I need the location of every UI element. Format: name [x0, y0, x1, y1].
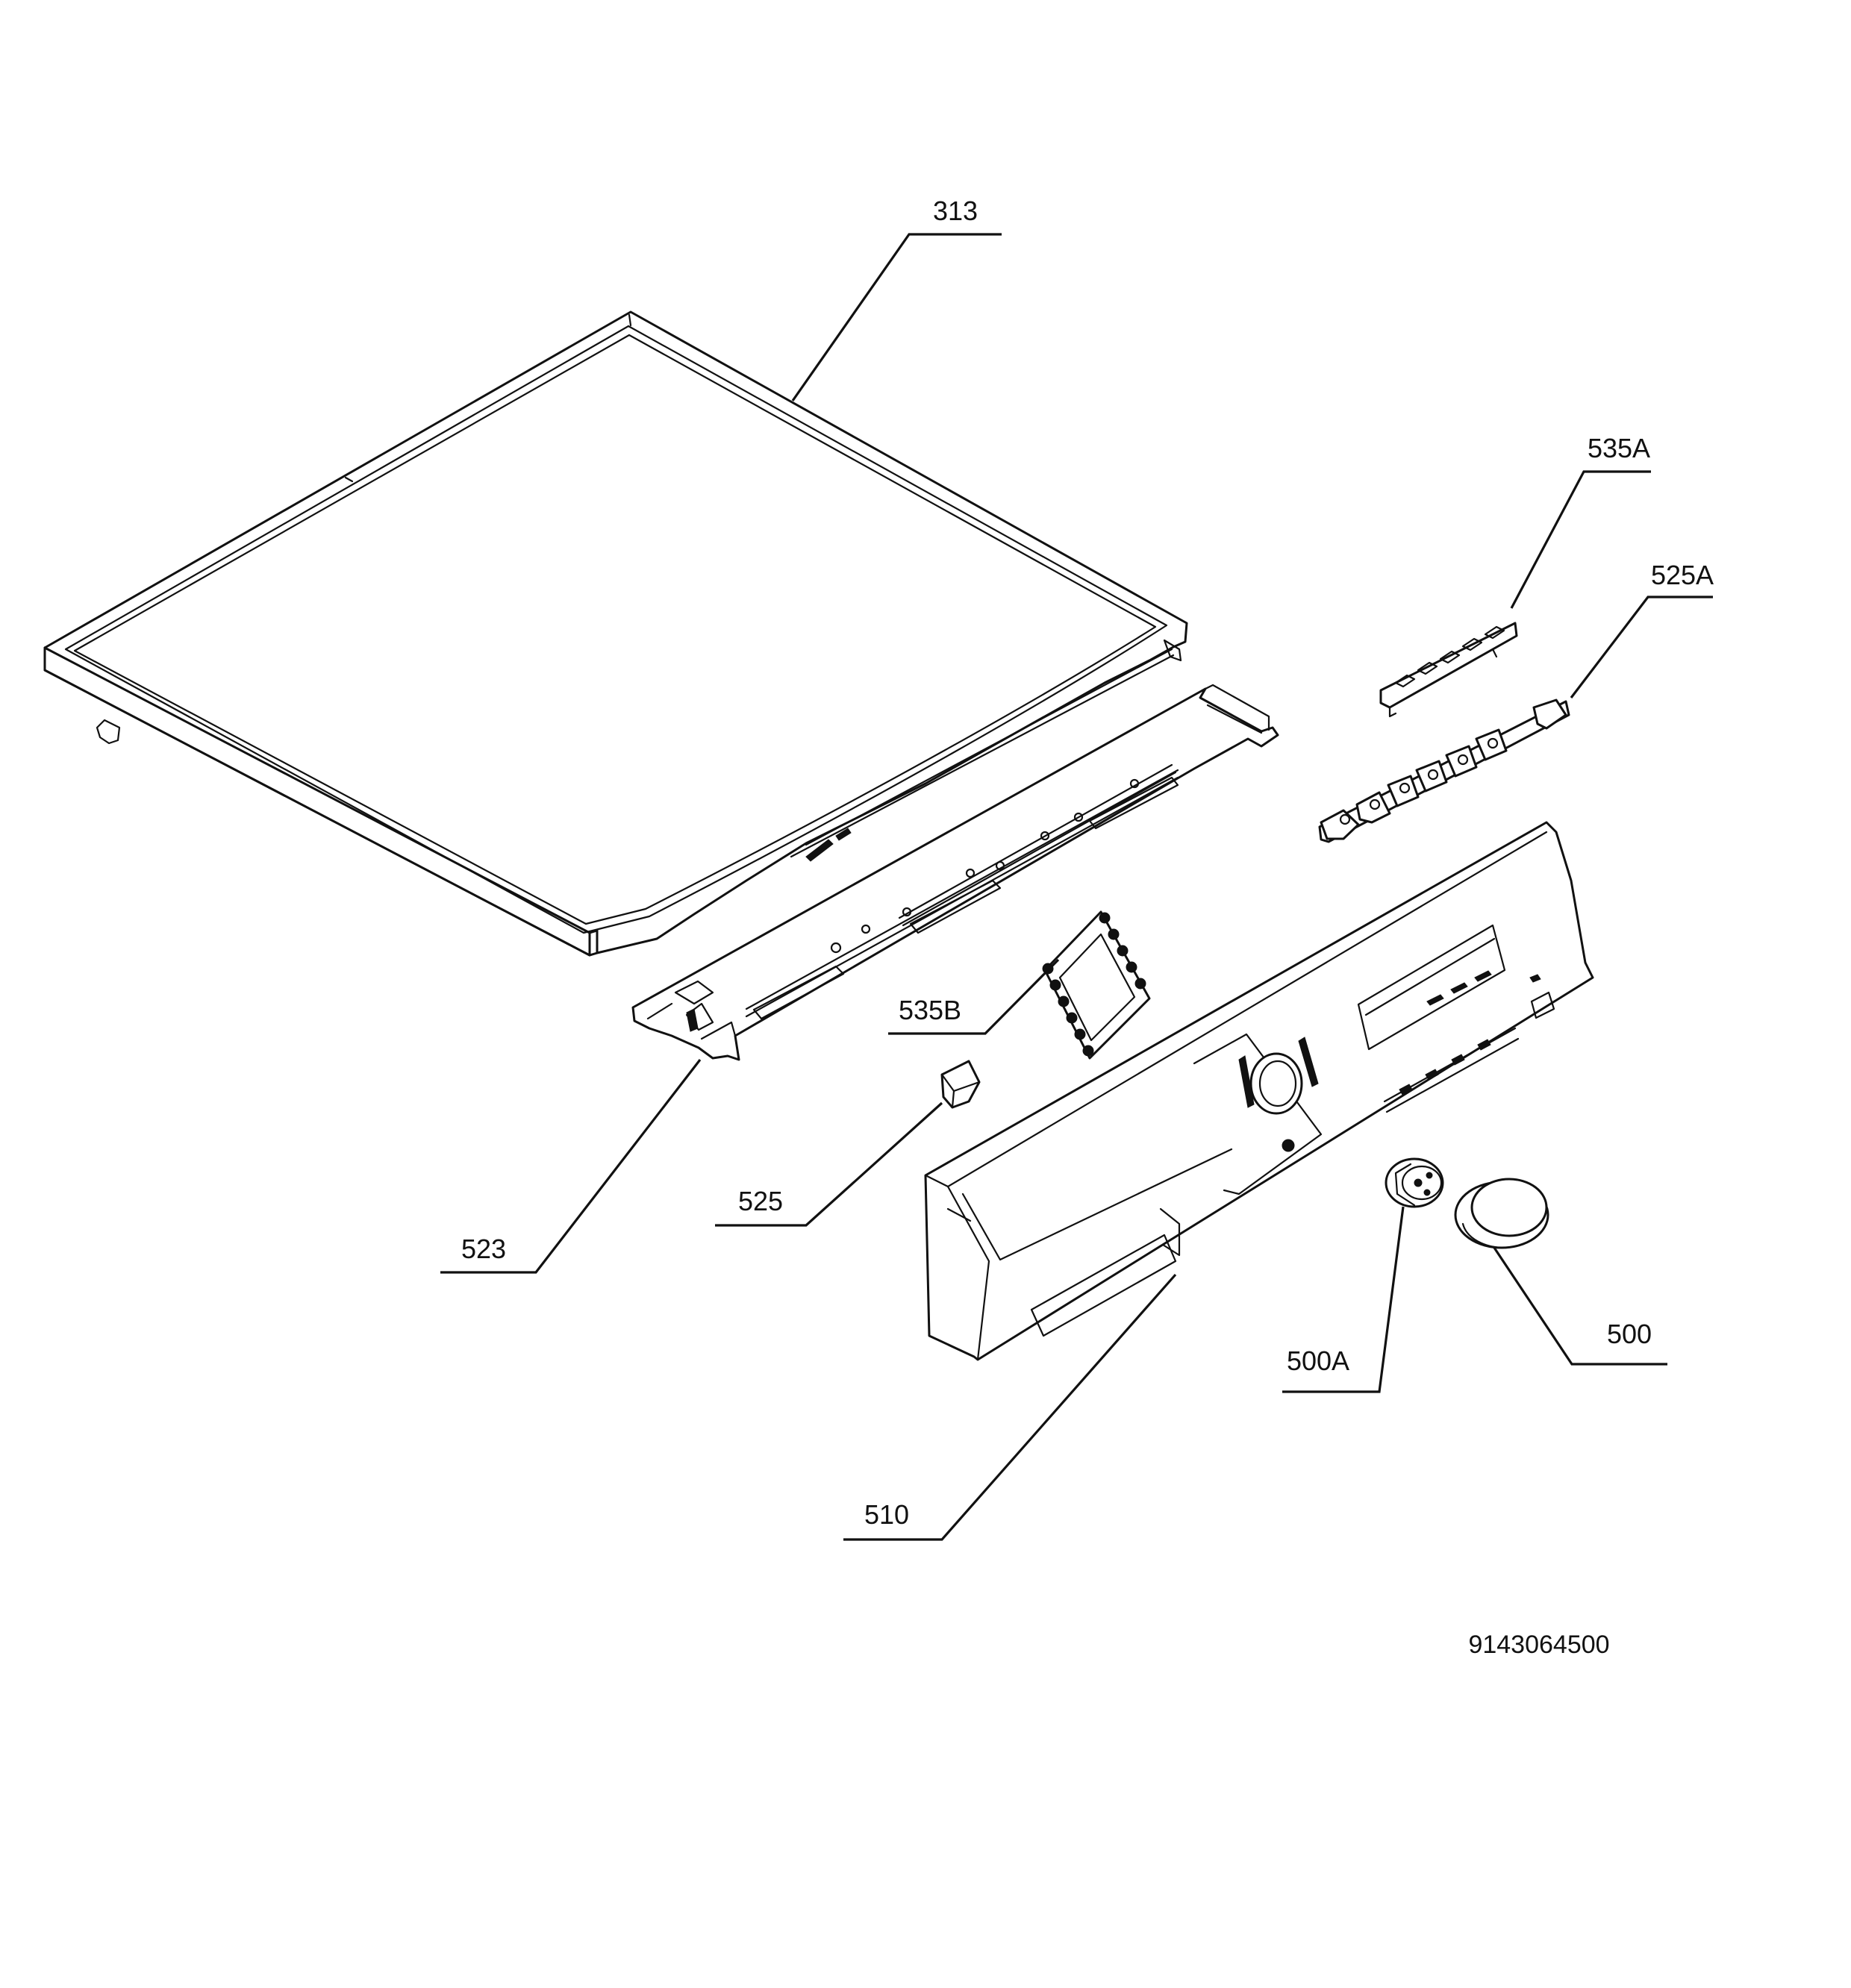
leader-535B	[888, 958, 1060, 1035]
pcb-strip-535A	[1379, 622, 1518, 718]
leader-lines	[440, 233, 1713, 1541]
callout-510: 510	[864, 1499, 909, 1530]
leader-313	[791, 233, 1002, 401]
callout-535B: 535B	[899, 995, 961, 1025]
support-rail-523	[631, 684, 1279, 1061]
leader-523	[440, 1059, 702, 1274]
callout-535A: 535A	[1588, 433, 1650, 463]
callout-313: 313	[933, 196, 978, 226]
connector-525	[940, 1060, 981, 1109]
callout-500A: 500A	[1287, 1345, 1349, 1376]
top-cover-313	[43, 310, 1188, 957]
keypad-frame-535B	[1042, 910, 1151, 1060]
knob-cap-500	[1454, 1178, 1549, 1249]
leader-500	[1493, 1247, 1667, 1366]
callout-525A: 525A	[1651, 560, 1714, 590]
callout-labels: 313 535A 525A 535B 525 523 500A 500 510	[461, 196, 1714, 1530]
control-panel-510	[924, 821, 1594, 1361]
leader-525	[715, 1101, 943, 1227]
leader-535A	[1510, 470, 1651, 609]
callout-525: 525	[738, 1186, 783, 1216]
document-code: 9143064500	[1468, 1631, 1609, 1659]
leader-510	[843, 1273, 1177, 1541]
connector-block-525A	[1318, 698, 1570, 843]
callout-500: 500	[1607, 1319, 1652, 1349]
knob-base-500A	[1385, 1157, 1444, 1208]
leader-500A	[1282, 1206, 1405, 1393]
leader-525A	[1570, 596, 1713, 698]
callout-523: 523	[461, 1234, 506, 1264]
